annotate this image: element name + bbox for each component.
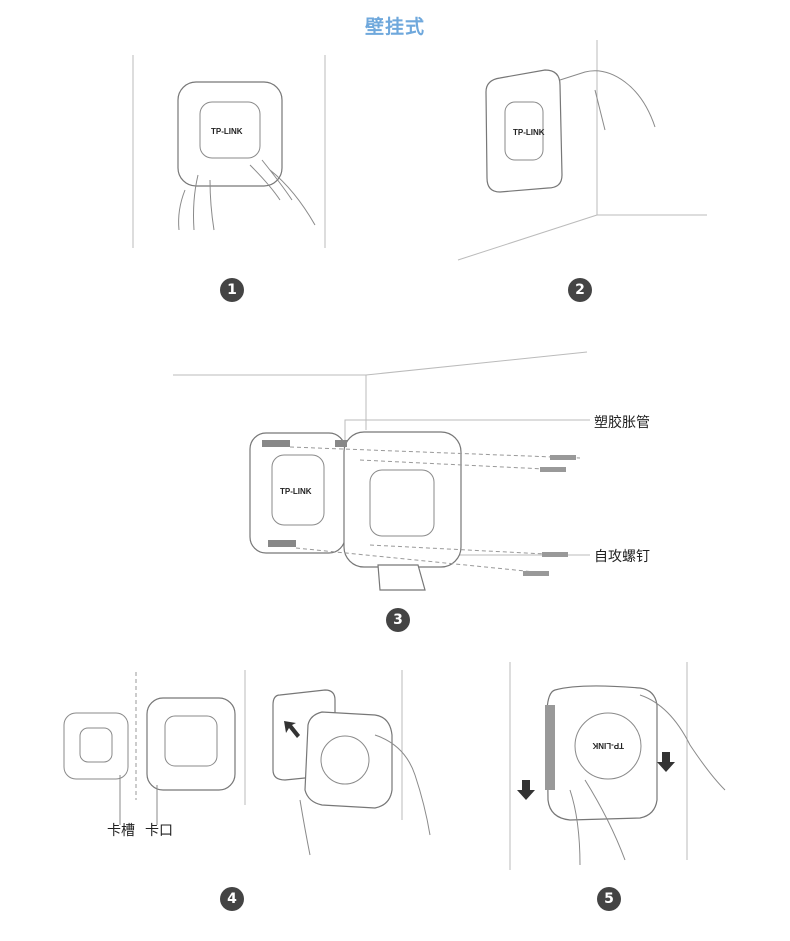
- clip-label: 卡口: [145, 823, 173, 839]
- step4-illustration: [63, 670, 431, 856]
- step3-illustration: TP-LINK: [173, 351, 590, 591]
- step-5-badge: 5: [597, 887, 621, 911]
- step-3-badge: 3: [386, 608, 410, 632]
- svg-text:TP-LINK: TP-LINK: [211, 127, 243, 136]
- svg-text:TP-LINK: TP-LINK: [592, 741, 624, 750]
- step-1-badge: 1: [220, 278, 244, 302]
- step-2-badge: 2: [568, 278, 592, 302]
- step5-illustration: TP-LINK: [509, 662, 726, 870]
- svg-text:TP-LINK: TP-LINK: [280, 487, 312, 496]
- step2-illustration: TP-LINK: [457, 40, 707, 261]
- slot-label: 卡槽: [107, 823, 135, 839]
- step-4-badge: 4: [220, 887, 244, 911]
- page-title: 壁挂式: [364, 16, 425, 38]
- step1-illustration: TP-LINK: [132, 55, 326, 248]
- plastic-anchor-label: 塑胶胀管: [594, 415, 650, 431]
- svg-text:TP-LINK: TP-LINK: [513, 128, 545, 137]
- self-tapping-screw-label: 自攻螺钉: [594, 549, 650, 565]
